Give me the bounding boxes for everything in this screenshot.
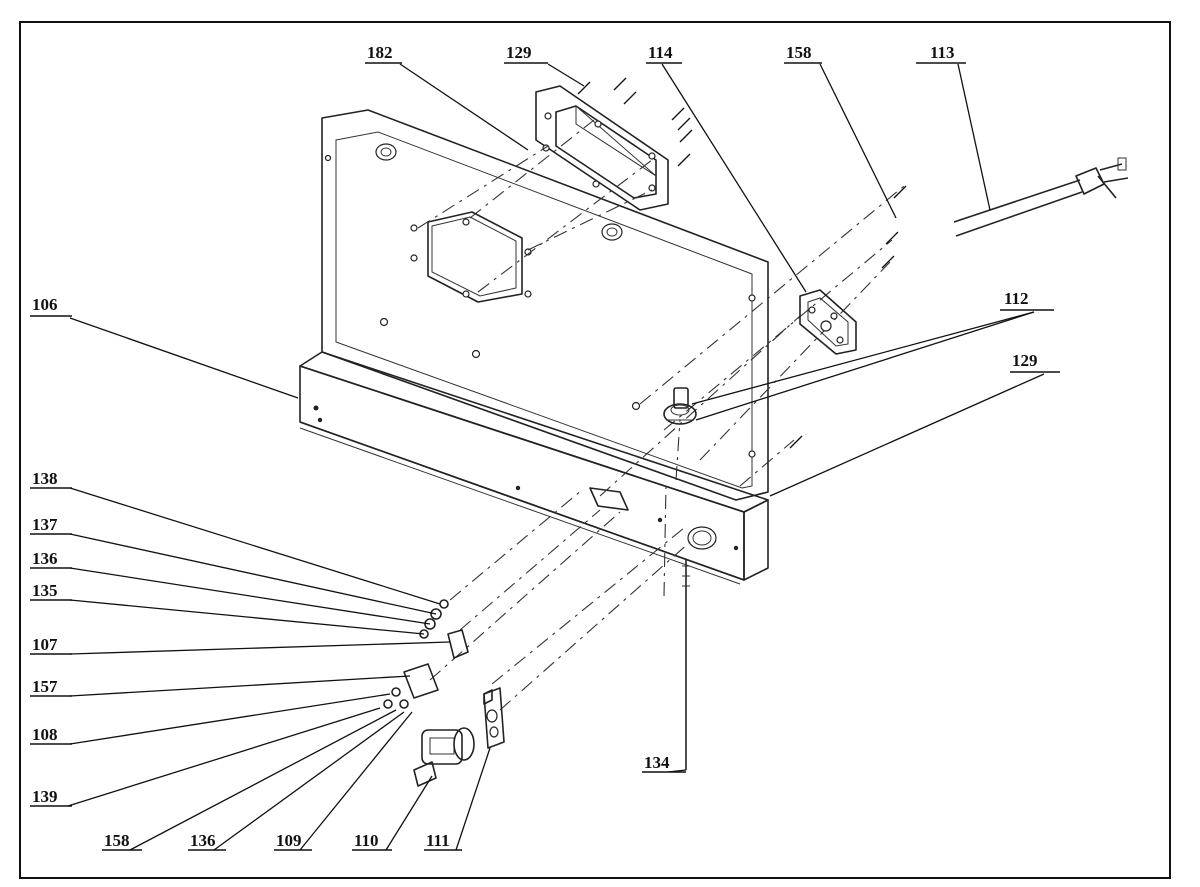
base-angle-bracket	[299, 351, 769, 585]
screws-129-top	[577, 77, 693, 167]
label-110: 110	[354, 831, 379, 850]
label-137: 137	[32, 515, 58, 534]
label-136-bottom: 136	[190, 831, 216, 850]
label-136: 136	[32, 549, 58, 568]
label-134: 134	[644, 753, 670, 772]
label-135: 135	[32, 581, 58, 600]
mounting-bracket	[483, 687, 505, 749]
thermal-switch	[413, 727, 475, 787]
label-107: 107	[32, 635, 58, 654]
screws-right	[789, 185, 907, 449]
label-129-top: 129	[506, 43, 532, 62]
label-106: 106	[32, 295, 58, 314]
part-labels: 182 129 114 158 113 106 112 129 138 137 …	[30, 43, 1060, 851]
label-138: 138	[32, 469, 58, 488]
label-139: 139	[32, 787, 58, 806]
label-129-right: 129	[1012, 351, 1038, 370]
label-157: 157	[32, 677, 58, 696]
power-cord	[953, 157, 1129, 237]
terminal-stack	[383, 599, 469, 709]
label-182: 182	[367, 43, 393, 62]
assembly-center-lines	[417, 119, 905, 711]
cord-clamp-bracket	[799, 289, 857, 355]
label-112: 112	[1004, 289, 1029, 308]
label-158-bottom: 158	[104, 831, 130, 850]
label-111: 111	[426, 831, 450, 850]
label-109: 109	[276, 831, 302, 850]
back-panel	[321, 109, 769, 501]
label-114: 114	[648, 43, 673, 62]
label-113: 113	[930, 43, 955, 62]
flange-plate	[535, 85, 669, 211]
label-158-top: 158	[786, 43, 812, 62]
leader-lines	[67, 63, 1045, 851]
screw-134	[682, 560, 690, 770]
drawing-frame	[19, 21, 1171, 879]
label-108: 108	[32, 725, 58, 744]
thermostat-knob	[663, 387, 697, 425]
